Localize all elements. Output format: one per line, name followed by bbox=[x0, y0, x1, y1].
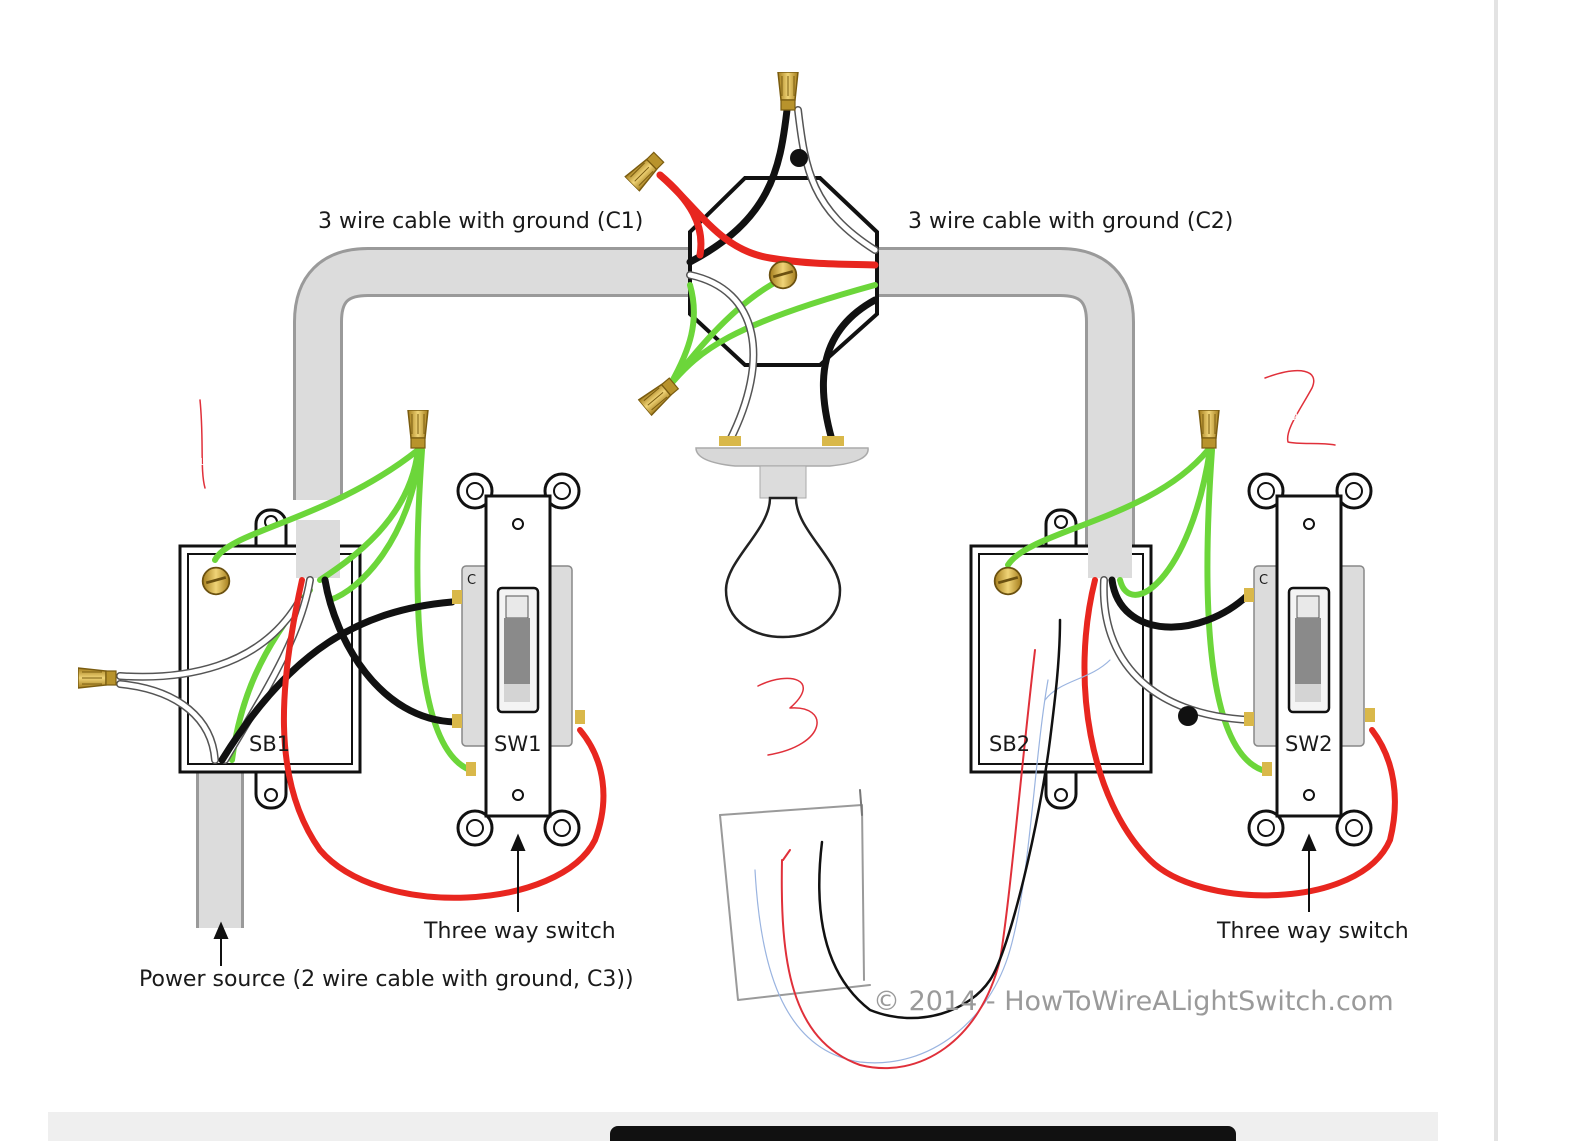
conduit-cable-c3 bbox=[196, 760, 244, 928]
label-cable-c2: 3 wire cable with ground (C2) bbox=[908, 209, 1233, 234]
label-sb2: SB2 bbox=[989, 732, 1030, 756]
ceiling-box-wires bbox=[656, 106, 879, 444]
home-indicator[interactable] bbox=[610, 1126, 1236, 1141]
label-sw2: SW2 bbox=[1285, 732, 1332, 756]
label-sw1-common: C bbox=[467, 573, 476, 588]
wirenut-upper-left bbox=[624, 149, 667, 192]
sb2-wires bbox=[1005, 447, 1398, 899]
label-three-way-right: Three way switch bbox=[1216, 919, 1409, 944]
wirenut-sb2-top bbox=[1198, 410, 1220, 449]
label-arrows bbox=[213, 833, 1317, 966]
light-bulb bbox=[695, 436, 869, 639]
conduit-entry-sb2 bbox=[1088, 520, 1132, 578]
switch-sw1 bbox=[452, 472, 585, 847]
wirenut-top bbox=[777, 72, 799, 111]
label-three-way-left: Three way switch bbox=[423, 919, 616, 944]
label-sw1: SW1 bbox=[494, 732, 541, 756]
hand-drawn-sketch bbox=[199, 370, 1336, 1070]
annotation-number-1: 1 bbox=[198, 457, 204, 468]
conduit-cable-c2 bbox=[860, 247, 1135, 560]
label-cable-c1: 3 wire cable with ground (C1) bbox=[318, 209, 643, 234]
watermark-copyright: © 2014 - HowToWireALightSwitch.com bbox=[873, 986, 1394, 1017]
splice-dot-top bbox=[790, 149, 808, 167]
conduit-cable-c1 bbox=[293, 247, 700, 500]
ground-screw-sb1 bbox=[201, 566, 231, 596]
ground-screw-sb2 bbox=[993, 566, 1023, 596]
splice-dot-sb2 bbox=[1178, 706, 1198, 726]
label-sb1: SB1 bbox=[249, 732, 290, 756]
wirenut-sb1-top bbox=[407, 410, 429, 449]
label-sw2-common: C bbox=[1259, 573, 1268, 588]
sb1-wires bbox=[116, 447, 607, 901]
annotation-number-3: 3 bbox=[784, 720, 790, 731]
wirenut-sb1-left bbox=[78, 667, 117, 689]
annotation-number-2: 2 bbox=[1292, 412, 1298, 423]
ground-screw-ceiling bbox=[768, 260, 798, 290]
label-power-source: Power source (2 wire cable with ground, … bbox=[139, 967, 634, 992]
switch-sw2 bbox=[1244, 472, 1375, 847]
scroll-edge bbox=[1494, 0, 1498, 1141]
